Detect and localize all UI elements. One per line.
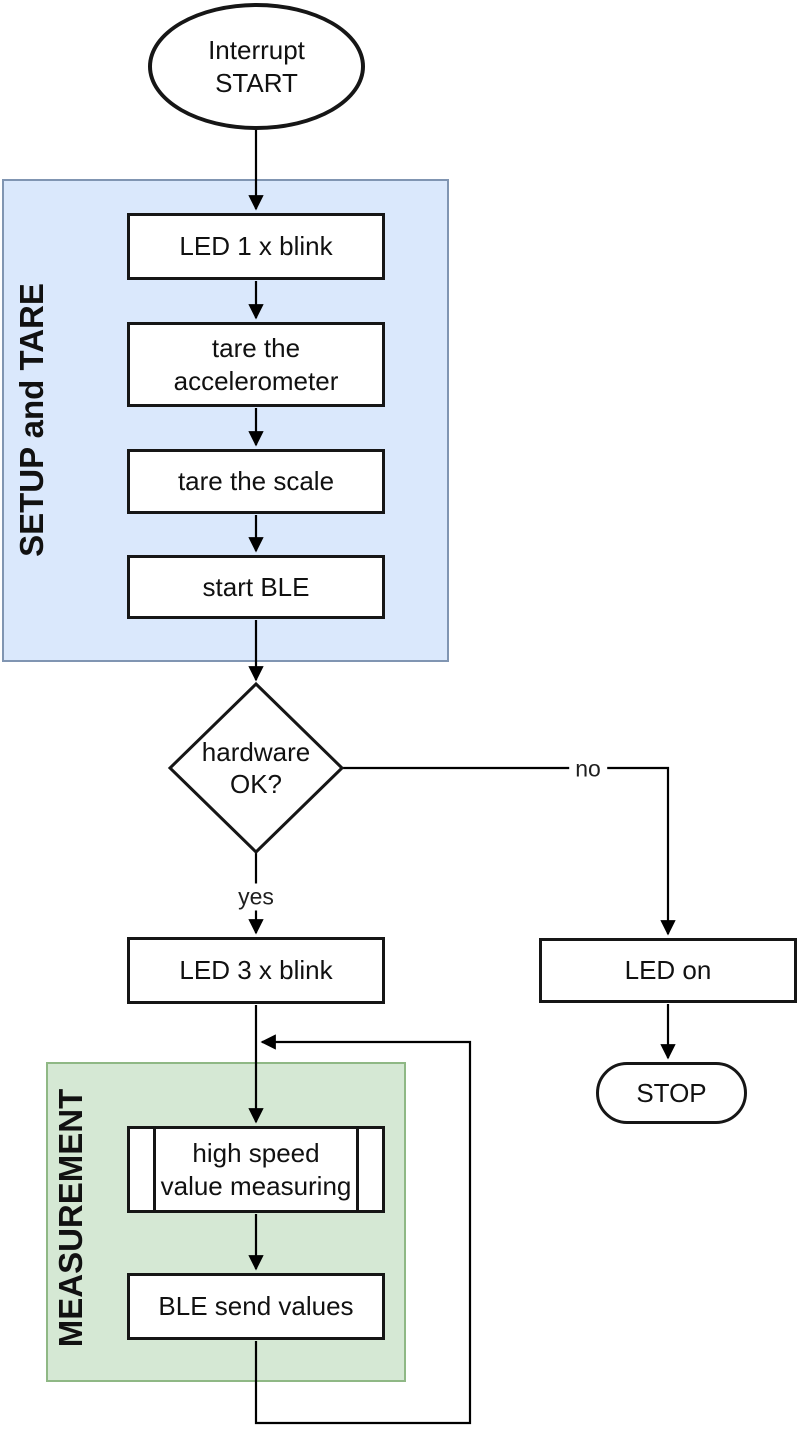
edge-label-yes: yes xyxy=(232,883,280,911)
predefined-process-bar-left xyxy=(153,1129,156,1210)
node-ble-send-values: BLE send values xyxy=(127,1273,385,1340)
group-setup-and-tare-label: SETUP and TARE xyxy=(13,283,50,557)
connector-decision-no-to-led-on xyxy=(343,766,676,936)
node-tare-accelerometer: tare the accelerometer xyxy=(127,322,385,407)
edge-label-no: no xyxy=(569,755,607,783)
node-start-terminator: Interrupt START xyxy=(148,3,365,130)
node-high-speed-value-measuring: high speed value measuring xyxy=(127,1126,385,1213)
node-tare-scale: tare the scale xyxy=(127,449,385,514)
node-decision-hardware-ok: hardware OK? xyxy=(201,736,311,800)
node-label: high speed value measuring xyxy=(160,1138,352,1201)
node-start-ble: start BLE xyxy=(127,555,385,619)
node-stop-terminator: STOP xyxy=(596,1062,747,1124)
node-led-on: LED on xyxy=(539,938,797,1003)
predefined-process-bar-right xyxy=(356,1129,359,1210)
node-led-1x-blink: LED 1 x blink xyxy=(127,213,385,280)
group-measurement-label: MEASUREMENT xyxy=(52,1088,89,1348)
node-led-3x-blink: LED 3 x blink xyxy=(127,937,385,1004)
